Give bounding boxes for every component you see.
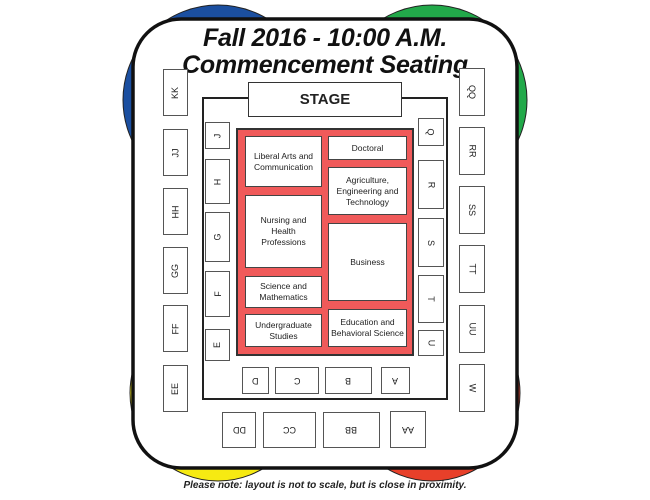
section-nursing: Nursing and Health Professions xyxy=(245,195,322,268)
block-label: T xyxy=(426,296,436,302)
block-label: E xyxy=(212,341,223,349)
title-line-1: Fall 2016 - 10:00 A.M. xyxy=(203,24,447,52)
block-label: RR xyxy=(467,144,477,158)
block-label: H xyxy=(212,178,223,185)
section-agriculture: Agriculture, Engineering and Technology xyxy=(328,167,407,215)
stage-label: STAGE xyxy=(299,91,351,108)
seat-block-kk: KK xyxy=(163,69,188,116)
block-label: TT xyxy=(467,263,477,275)
block-label: S xyxy=(425,239,436,246)
seat-block-a: A xyxy=(381,367,410,394)
block-label: QQ xyxy=(466,84,477,100)
seat-block-b: B xyxy=(325,367,372,394)
seat-block-s: S xyxy=(418,218,444,267)
block-label: HH xyxy=(170,205,181,218)
section-business: Business xyxy=(328,223,407,301)
section-doctoral: Doctoral xyxy=(328,136,407,160)
section-science: Science and Mathematics xyxy=(245,276,322,308)
block-label: SS xyxy=(466,203,477,217)
seat-block-ee: EE xyxy=(163,365,188,412)
block-label: UU xyxy=(467,322,477,336)
seat-block-w: W xyxy=(459,364,485,412)
seat-block-f: F xyxy=(205,271,230,317)
seat-block-cc: CC xyxy=(263,412,316,448)
block-label: A xyxy=(392,375,399,386)
title-line-2: Commencement Seating xyxy=(182,51,468,79)
seat-block-q: Q xyxy=(418,118,444,146)
block-label: B xyxy=(345,375,352,386)
seat-block-u: U xyxy=(418,330,444,356)
section-liberal-arts: Liberal Arts and Communication xyxy=(245,136,322,187)
seat-block-j: J xyxy=(205,122,230,149)
seat-block-tt: TT xyxy=(459,245,485,293)
block-label: GG xyxy=(170,263,181,278)
section-undergraduate: Undergraduate Studies xyxy=(245,314,322,347)
block-label: BB xyxy=(345,425,358,435)
block-label: EE xyxy=(170,382,181,395)
block-label: AA xyxy=(401,424,414,435)
seat-block-jj: JJ xyxy=(163,129,188,176)
seat-block-qq: QQ xyxy=(459,68,485,116)
block-label: F xyxy=(212,291,223,297)
block-label: CC xyxy=(283,425,296,435)
block-label: W xyxy=(467,383,477,393)
block-label: C xyxy=(293,375,301,386)
seat-block-ss: SS xyxy=(459,186,485,234)
block-label: Q xyxy=(425,128,436,136)
seat-block-bb: BB xyxy=(323,412,380,448)
footnote: Please note: layout is not to scale, but… xyxy=(183,480,467,491)
block-label: J xyxy=(212,133,223,138)
block-label: FF xyxy=(170,323,181,334)
block-label: U xyxy=(426,339,436,347)
block-label: JJ xyxy=(170,148,181,157)
seat-block-dd: DD xyxy=(222,412,256,448)
seat-block-c: C xyxy=(275,367,319,394)
block-label: D xyxy=(252,375,259,386)
seat-block-ff: FF xyxy=(163,305,188,352)
seat-block-d: D xyxy=(242,367,269,394)
seat-block-gg: GG xyxy=(163,247,188,294)
seat-block-aa: AA xyxy=(390,411,426,448)
section-education: Education and Behavioral Science xyxy=(328,309,407,347)
block-label: G xyxy=(212,233,223,241)
seat-block-g: G xyxy=(205,212,230,262)
seat-block-h: H xyxy=(205,159,230,204)
seat-block-e: E xyxy=(205,329,230,361)
seat-block-r: R xyxy=(418,160,444,209)
stage: STAGE xyxy=(248,82,402,117)
seat-block-t: T xyxy=(418,275,444,323)
block-label: KK xyxy=(170,86,181,99)
seat-block-rr: RR xyxy=(459,127,485,175)
block-label: R xyxy=(426,181,436,188)
seat-block-uu: UU xyxy=(459,305,485,353)
seat-block-hh: HH xyxy=(163,188,188,235)
block-label: DD xyxy=(232,425,246,435)
